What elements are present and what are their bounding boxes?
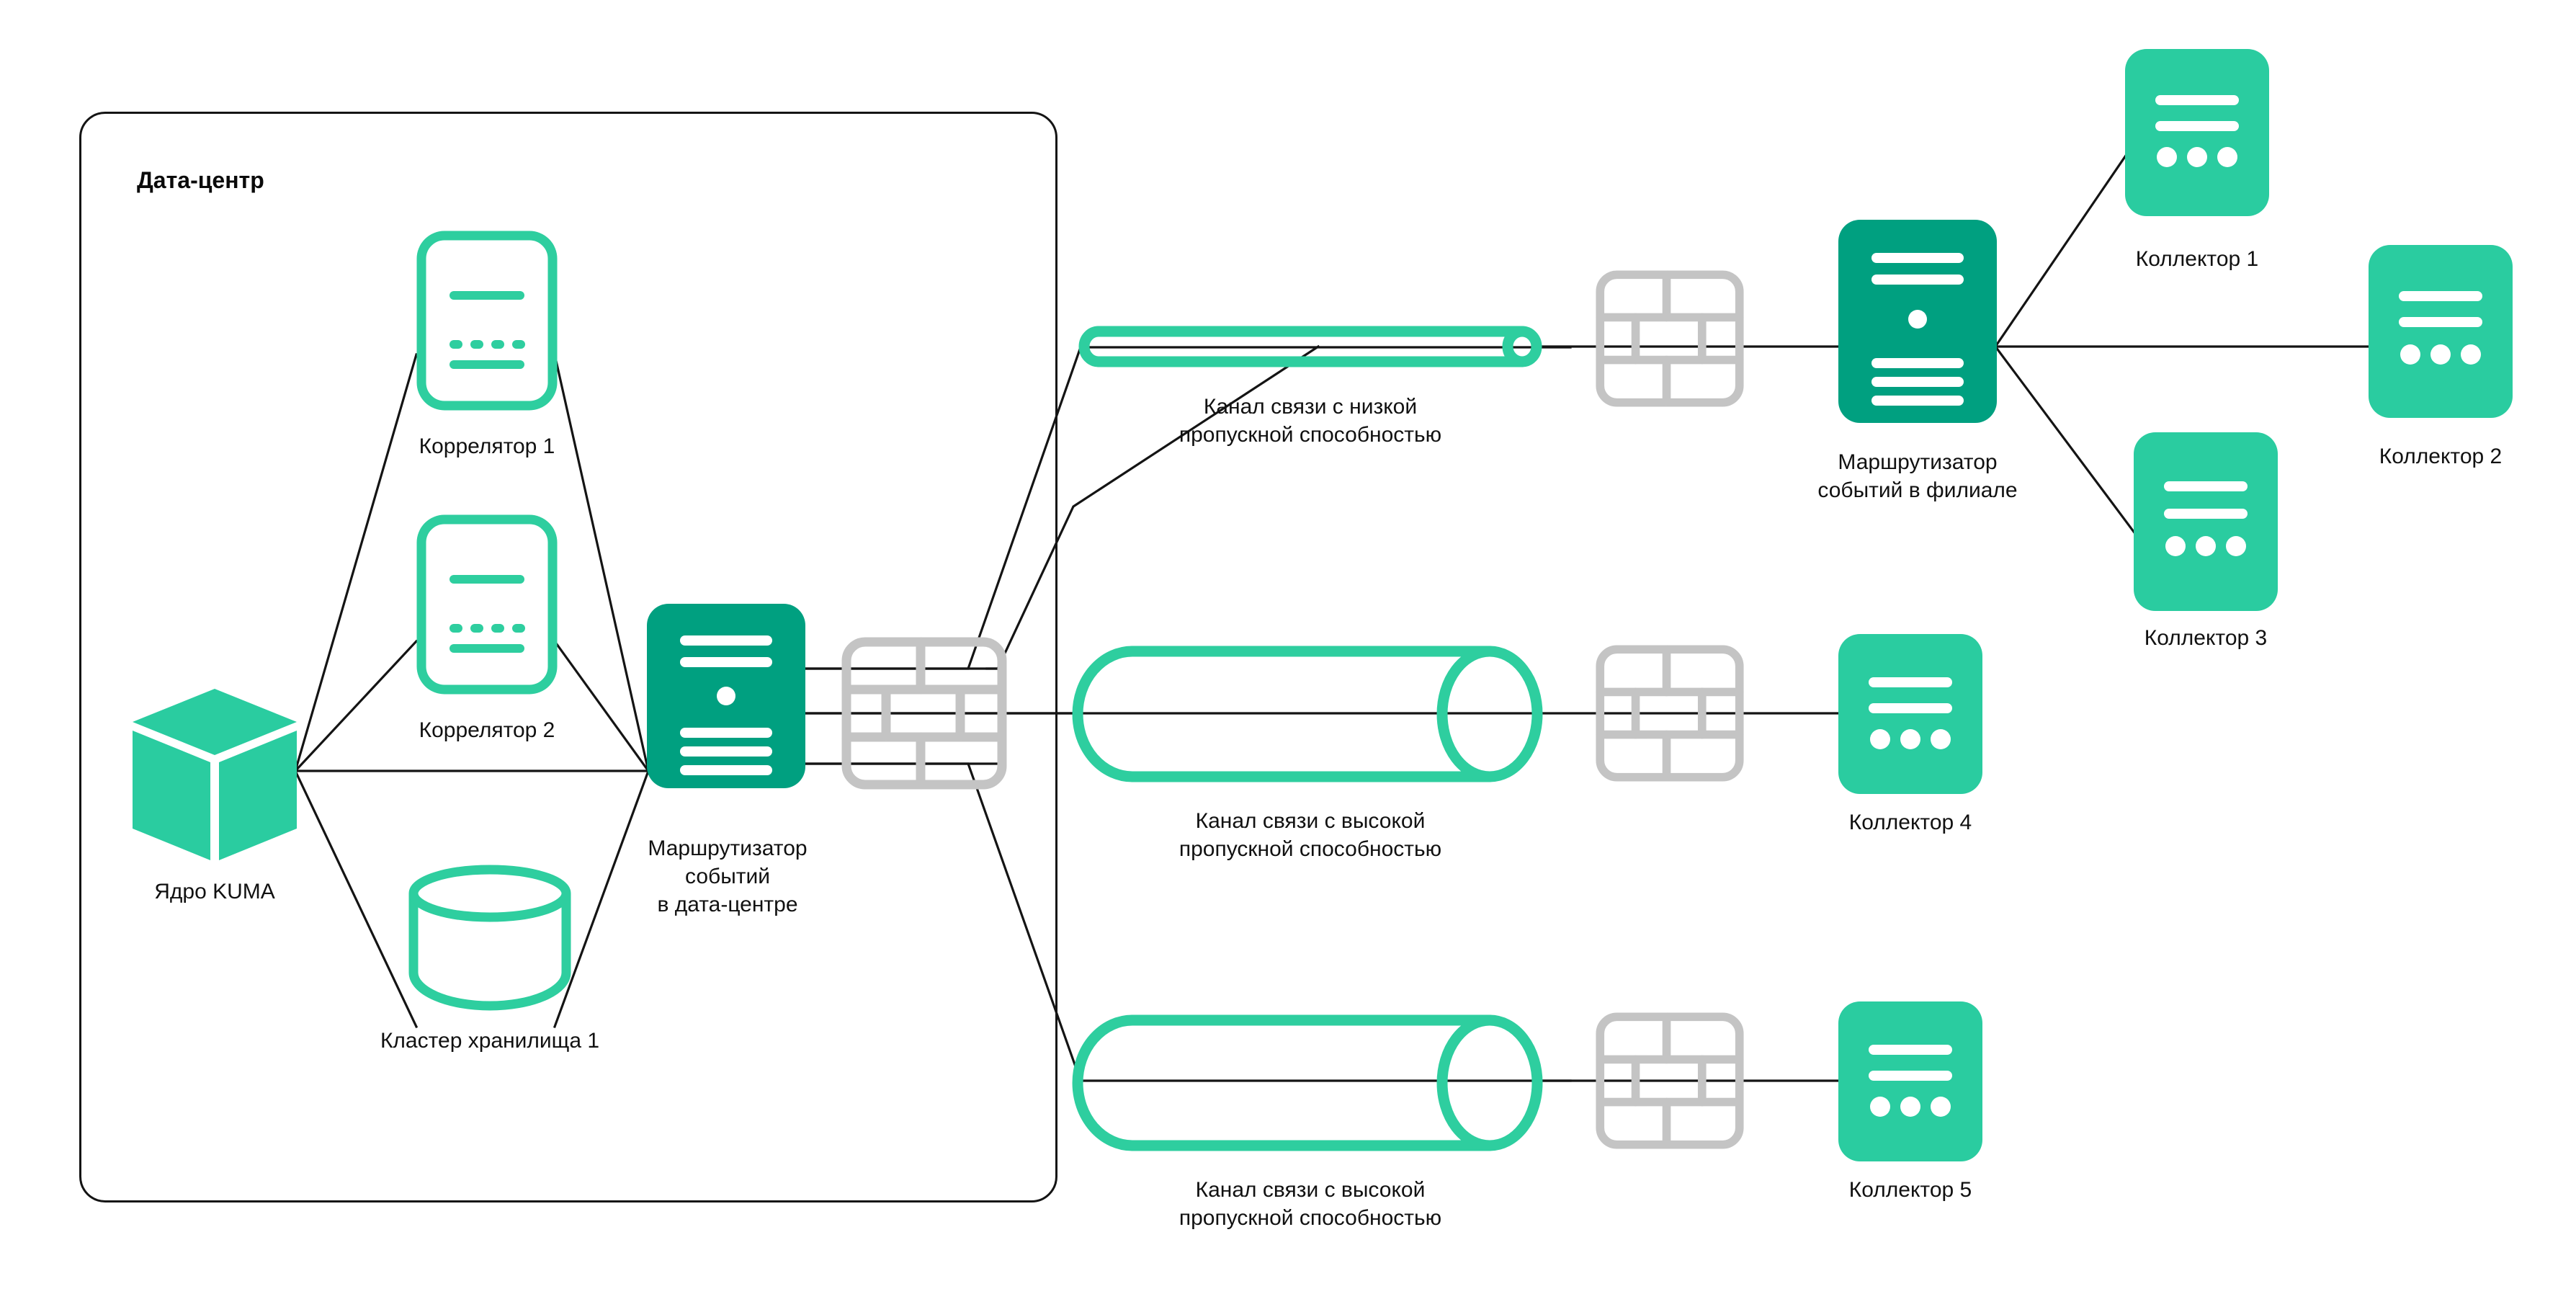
channel-high-bandwidth-mid[interactable] xyxy=(1072,643,1544,785)
node-collector-5[interactable] xyxy=(1838,1001,1982,1161)
label-branch-router: Маршрутизатор событий в филиале xyxy=(1817,450,2018,502)
channel-high-bandwidth-bottom[interactable] xyxy=(1072,1012,1544,1154)
firewall-brick-icon xyxy=(1596,1012,1744,1149)
collector-icon xyxy=(2369,245,2513,418)
node-correlator-1[interactable] xyxy=(415,229,559,412)
link-core-correlator2 xyxy=(293,639,419,773)
firewall-brick-icon xyxy=(1596,645,1744,782)
label-collector-3: Коллектор 3 xyxy=(2144,626,2268,650)
firewall-brick-icon xyxy=(841,637,1007,790)
link-correlator1-dcrouter xyxy=(553,353,650,772)
label-channel-low-bandwidth: Канал связи с низкой пропускной способно… xyxy=(1179,395,1442,447)
thin-pipe-icon xyxy=(1078,326,1542,367)
database-cylinder-icon xyxy=(408,865,571,1011)
node-kuma-core[interactable] xyxy=(128,684,301,865)
label-channel-high-bandwidth-mid: Канал связи с высокой пропускной способн… xyxy=(1179,809,1442,861)
link-branchrouter-collector3 xyxy=(1993,344,2138,537)
wide-pipe-icon xyxy=(1072,1014,1543,1151)
label-collector-1: Коллектор 1 xyxy=(2135,247,2259,271)
channel-low-bandwidth[interactable] xyxy=(1076,324,1544,369)
collector-icon xyxy=(1838,1001,1982,1161)
firewall-branch[interactable] xyxy=(1596,270,1744,407)
collector-icon xyxy=(2125,49,2269,216)
node-collector-2[interactable] xyxy=(2369,245,2513,418)
link-core-storage xyxy=(293,769,419,1029)
node-collector-3[interactable] xyxy=(2134,432,2278,611)
node-dc-router[interactable] xyxy=(647,604,805,788)
label-dc-router: Маршрутизатор событий в дата-центре xyxy=(648,836,808,916)
route-bottom xyxy=(804,762,1572,1082)
firewall-brick-icon xyxy=(1596,270,1744,407)
label-correlator-2: Коррелятор 2 xyxy=(419,718,555,742)
datacenter-boundary xyxy=(79,112,1057,1202)
label-collector-2: Коллектор 2 xyxy=(2379,445,2503,468)
wide-pipe-icon xyxy=(1072,646,1543,782)
label-collector-4: Коллектор 4 xyxy=(1848,811,1972,834)
label-kuma-core: Ядро KUMA xyxy=(154,880,275,903)
label-correlator-1: Коррелятор 1 xyxy=(419,434,555,458)
correlator-icon xyxy=(416,231,558,411)
label-storage-cluster-1: Кластер хранилища 1 xyxy=(380,1029,600,1053)
firewall-collector4[interactable] xyxy=(1596,645,1744,782)
link-correlator2-dcrouter xyxy=(553,639,650,773)
node-collector-1[interactable] xyxy=(2125,49,2269,216)
collector-icon xyxy=(1838,634,1982,794)
collector-icon xyxy=(2134,432,2278,611)
link-storage-dcrouter xyxy=(553,769,650,1029)
label-collector-5: Коллектор 5 xyxy=(1848,1178,1972,1202)
router-icon xyxy=(1838,220,1997,423)
cube-icon xyxy=(133,689,297,860)
route-top xyxy=(804,346,1572,670)
label-channel-high-bandwidth-bottom: Канал связи с высокой пропускной способн… xyxy=(1179,1178,1442,1230)
node-storage-cluster-1[interactable] xyxy=(403,865,576,1011)
node-correlator-2[interactable] xyxy=(415,513,559,696)
node-collector-4[interactable] xyxy=(1838,634,1982,794)
link-core-correlator1 xyxy=(294,353,418,772)
firewall-collector5[interactable] xyxy=(1596,1012,1744,1149)
firewall-dc[interactable] xyxy=(841,637,1007,790)
link-branchrouter-collector1 xyxy=(1993,149,2131,349)
link-firewall-to-low-channel xyxy=(996,344,1320,671)
router-icon xyxy=(647,604,805,788)
correlator-icon xyxy=(416,514,558,695)
node-branch-router[interactable] xyxy=(1838,220,1997,423)
datacenter-title: Дата-центр xyxy=(137,167,264,193)
